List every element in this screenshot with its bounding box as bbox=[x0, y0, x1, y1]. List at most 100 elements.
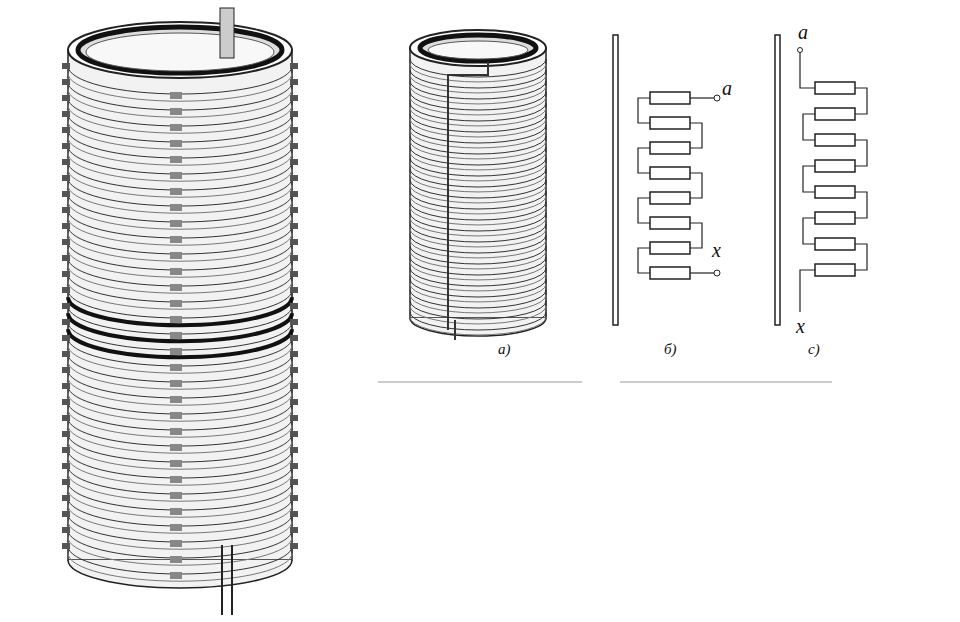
disc-edge bbox=[68, 178, 292, 206]
disc-edge bbox=[410, 81, 546, 99]
spacer-tab bbox=[62, 303, 70, 309]
spacer-block bbox=[170, 332, 182, 339]
disc-edge bbox=[410, 174, 546, 192]
spacer-block bbox=[170, 492, 182, 499]
disc-edge bbox=[410, 136, 546, 154]
connection-wire bbox=[803, 166, 815, 192]
disc-edge bbox=[68, 249, 292, 277]
disc-edge bbox=[68, 201, 292, 229]
spacer-tab bbox=[290, 159, 298, 165]
disc-edge bbox=[68, 546, 292, 574]
spacer-tab bbox=[62, 175, 70, 181]
spacer-block bbox=[170, 284, 182, 291]
spacer-tab bbox=[290, 239, 298, 245]
coil-section bbox=[650, 167, 690, 179]
spacer-tab bbox=[62, 95, 70, 101]
spacer-block bbox=[170, 476, 182, 483]
spacer-tab bbox=[290, 191, 298, 197]
disc-edge bbox=[68, 162, 292, 190]
spacer-tab bbox=[290, 351, 298, 357]
cylinder-top bbox=[68, 22, 292, 78]
spacer-tab bbox=[290, 175, 298, 181]
disc-edge bbox=[68, 377, 292, 405]
spacer-tab bbox=[62, 351, 70, 357]
winding-cylinder bbox=[410, 30, 546, 340]
connection-wire bbox=[690, 223, 702, 248]
disc-edge bbox=[410, 268, 546, 286]
terminal-label: x bbox=[796, 316, 805, 336]
disc-edge bbox=[410, 141, 546, 159]
caption-letter: c) bbox=[808, 342, 820, 357]
spacer-block bbox=[170, 140, 182, 147]
connection-wire bbox=[855, 88, 867, 114]
spacer-block bbox=[170, 556, 182, 563]
coil-section bbox=[815, 238, 855, 250]
disc-edge bbox=[410, 75, 546, 93]
spacer-tab bbox=[62, 287, 70, 293]
disc-edge bbox=[68, 137, 292, 165]
disc-edge bbox=[68, 450, 292, 478]
spacer-tab bbox=[290, 319, 298, 325]
disc-edge bbox=[410, 257, 546, 275]
disc-edge bbox=[410, 229, 546, 247]
spacer-tab bbox=[290, 367, 298, 373]
spacer-tab bbox=[62, 143, 70, 149]
disc-edge bbox=[68, 322, 292, 350]
spacer-block bbox=[170, 252, 182, 259]
disc-edge bbox=[410, 317, 546, 335]
terminal-wire bbox=[800, 52, 815, 88]
disc-edge bbox=[68, 482, 292, 510]
lead bbox=[454, 320, 456, 340]
disc-edge bbox=[410, 185, 546, 203]
connection-wire bbox=[690, 173, 702, 198]
cylinder-top bbox=[86, 33, 274, 71]
disc-edge bbox=[410, 312, 546, 330]
disc-edge bbox=[68, 233, 292, 261]
disc-edge bbox=[68, 242, 292, 270]
rule-line bbox=[378, 382, 582, 383]
spacer-tab bbox=[290, 223, 298, 229]
spacer-tab bbox=[62, 383, 70, 389]
disc-edge bbox=[410, 163, 546, 181]
cylinder-top bbox=[420, 35, 536, 61]
cylinder-top bbox=[78, 27, 282, 73]
winding-cylinder bbox=[62, 8, 298, 615]
spacer-tab bbox=[290, 143, 298, 149]
spacer-tab bbox=[62, 447, 70, 453]
spacer-block bbox=[170, 444, 182, 451]
disc-edge bbox=[68, 329, 292, 357]
winding-scheme bbox=[613, 35, 867, 325]
disc-edge bbox=[68, 274, 292, 302]
lead bbox=[220, 8, 234, 58]
coil-section bbox=[650, 142, 690, 154]
disc-edge bbox=[410, 295, 546, 313]
disc-edge bbox=[68, 441, 292, 469]
core-bar bbox=[613, 35, 618, 325]
disc-edge bbox=[410, 202, 546, 220]
disc-edge bbox=[68, 313, 292, 341]
spacer-tab bbox=[62, 239, 70, 245]
disc-edge bbox=[68, 338, 292, 366]
disc-edge bbox=[68, 89, 292, 117]
terminal-label: a bbox=[722, 78, 732, 98]
coil-section bbox=[650, 92, 690, 104]
spacer-tab bbox=[62, 319, 70, 325]
disc-edge bbox=[68, 402, 292, 430]
spacer-tab bbox=[62, 191, 70, 197]
spacer-block bbox=[170, 92, 182, 99]
connection-wire bbox=[803, 114, 815, 140]
disc-edge bbox=[68, 121, 292, 149]
disc-edge bbox=[410, 114, 546, 132]
spacer-tab bbox=[290, 303, 298, 309]
spacer-block bbox=[170, 268, 182, 275]
disc-edge bbox=[410, 284, 546, 302]
spacer-block bbox=[170, 508, 182, 515]
spacer-block bbox=[170, 316, 182, 323]
terminal-label: x bbox=[712, 240, 721, 260]
coil-section bbox=[815, 186, 855, 198]
lead bbox=[448, 62, 488, 330]
spacer-block bbox=[170, 364, 182, 371]
cylinder-top bbox=[428, 41, 528, 59]
disc-edge bbox=[410, 108, 546, 126]
disc-edge bbox=[68, 297, 292, 325]
